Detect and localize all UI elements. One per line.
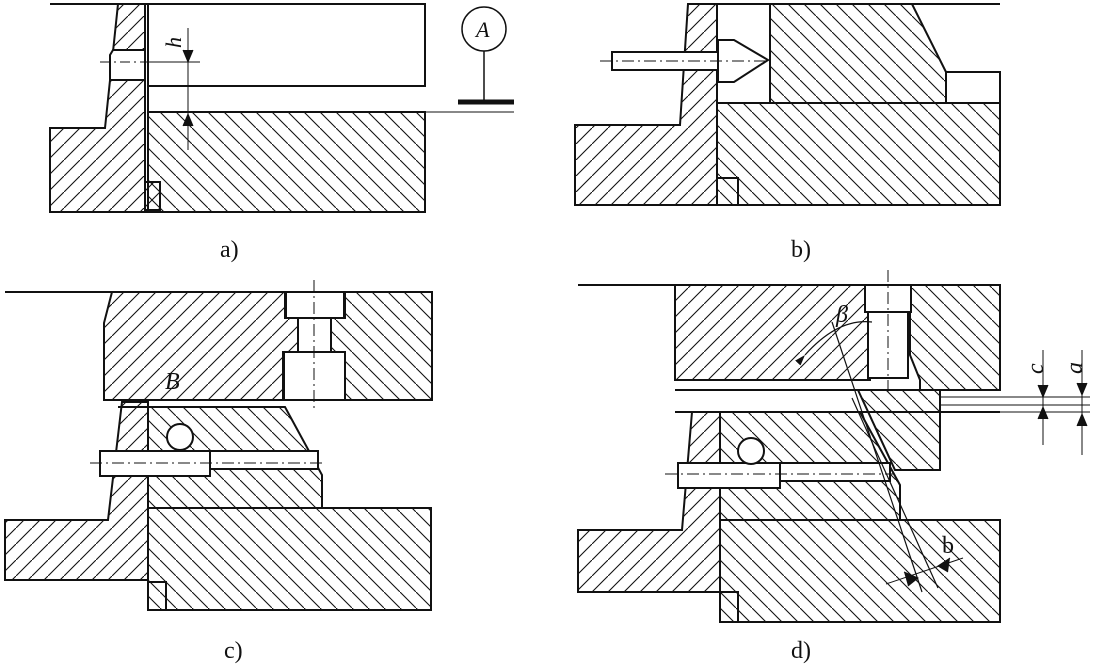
caption-c: c) — [224, 638, 243, 664]
caption-d: d) — [791, 638, 811, 664]
caption-b: b) — [791, 237, 811, 263]
panel-a — [49, 3, 514, 213]
dim-b-label: b — [942, 533, 954, 559]
panel-b — [574, 3, 1001, 206]
dim-c-label: c — [1023, 363, 1049, 374]
panel-c — [4, 280, 433, 611]
angle-beta-label: β — [835, 302, 848, 328]
surface-b-label: B — [165, 369, 180, 395]
panel-d — [577, 270, 1090, 623]
dim-h-label: h — [161, 37, 186, 48]
dim-a-label: a — [1062, 362, 1088, 374]
datum-a-label: A — [474, 17, 490, 42]
caption-a: a) — [220, 237, 239, 263]
